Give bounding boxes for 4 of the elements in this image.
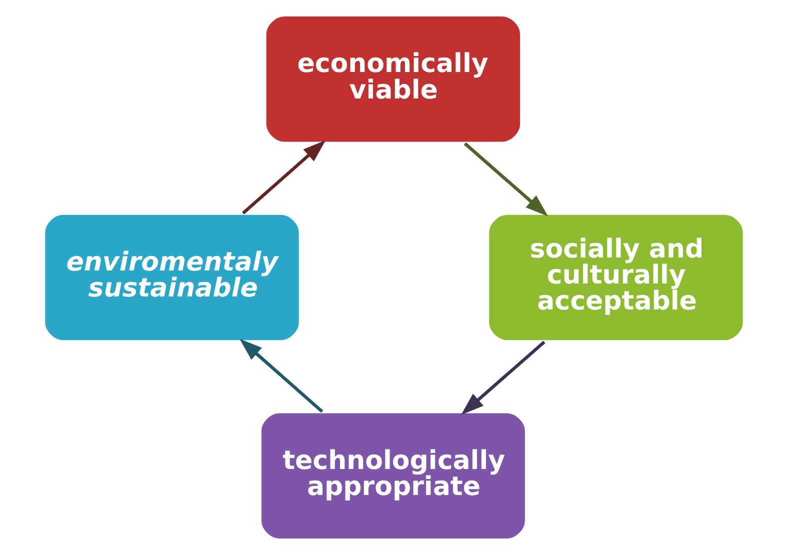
arrow	[461, 340, 546, 415]
arrow	[464, 142, 548, 216]
arrow	[240, 338, 324, 413]
arrow	[242, 140, 326, 214]
